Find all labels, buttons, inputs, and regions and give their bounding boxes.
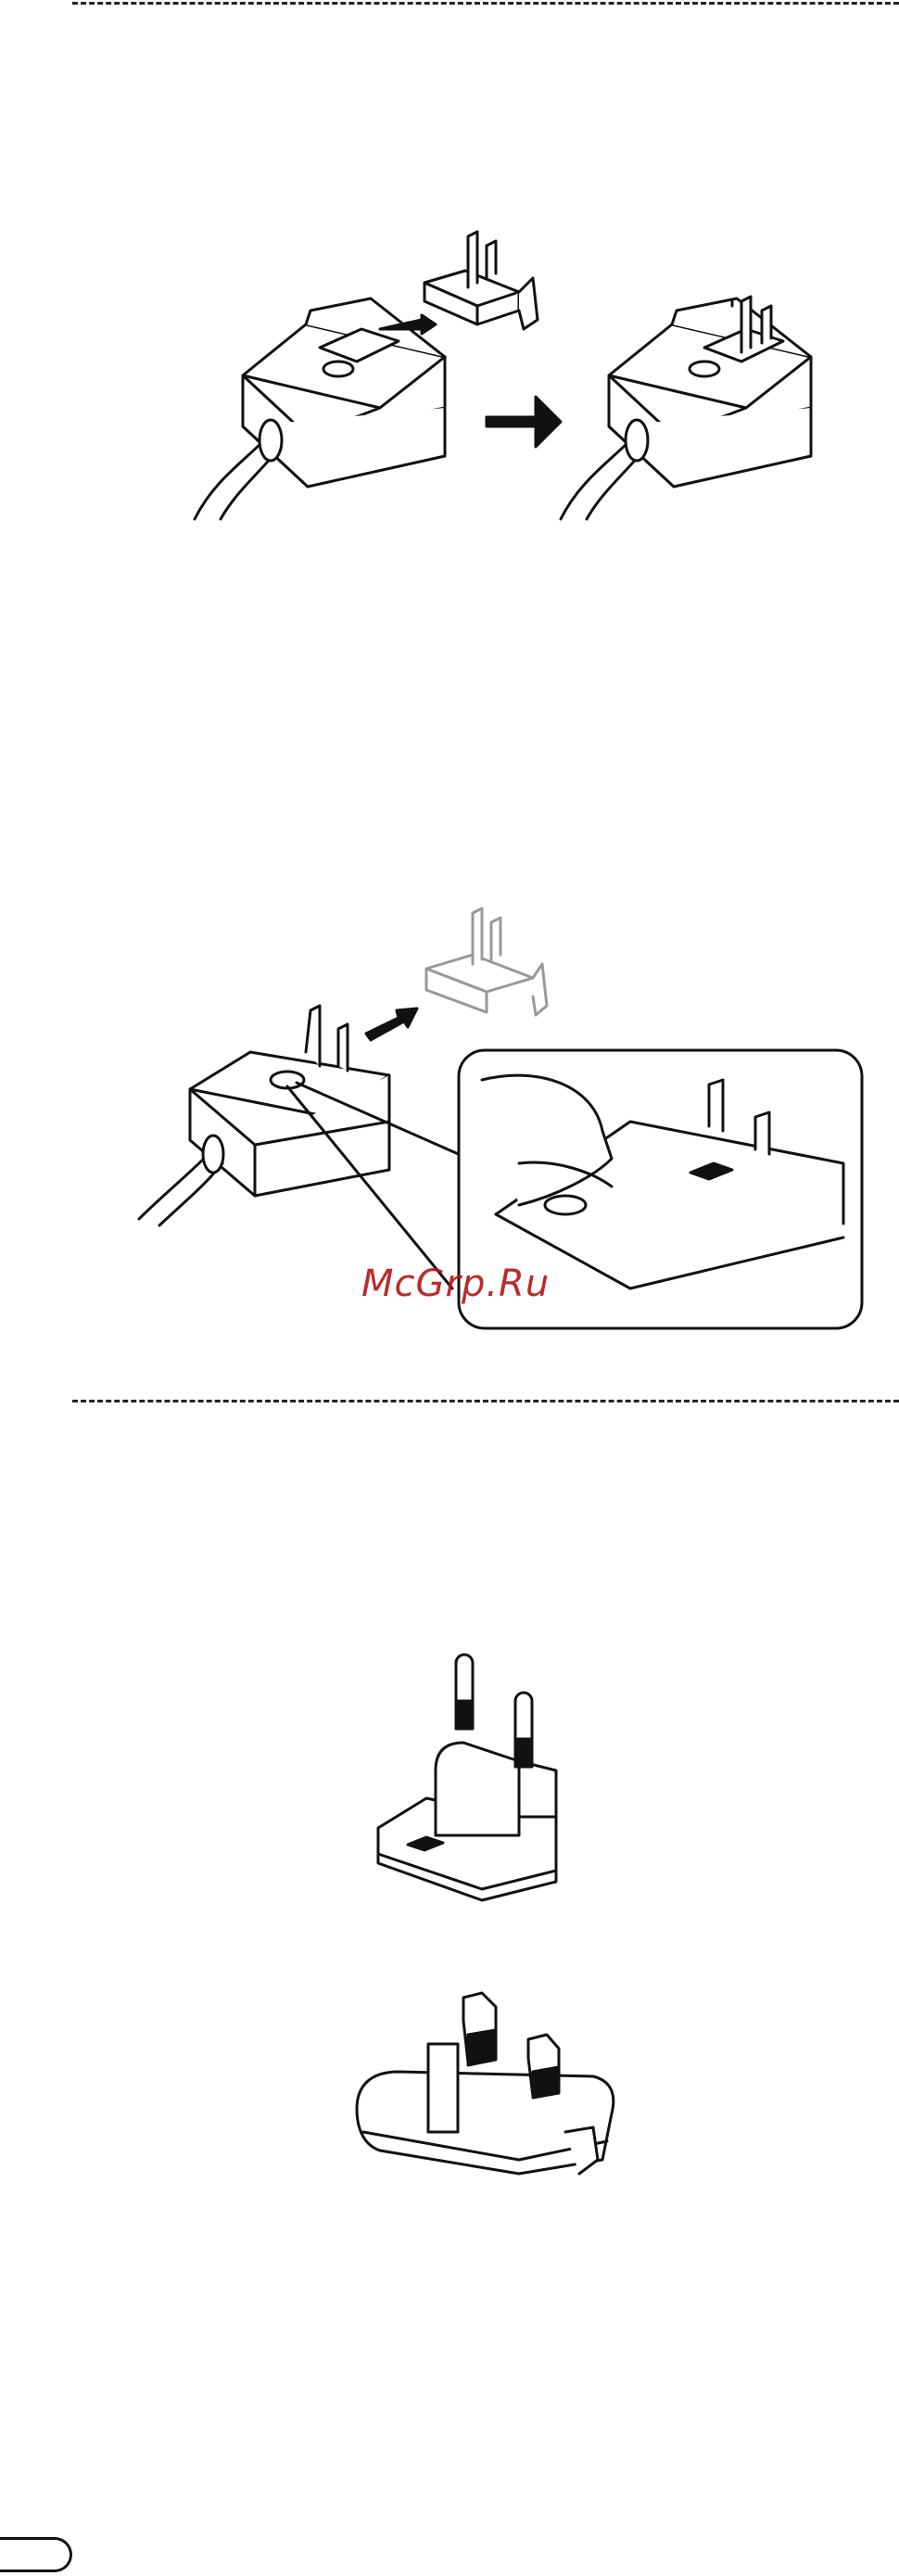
uk-plug-icon xyxy=(0,0,899,2243)
page-number-tab xyxy=(0,2537,72,2572)
